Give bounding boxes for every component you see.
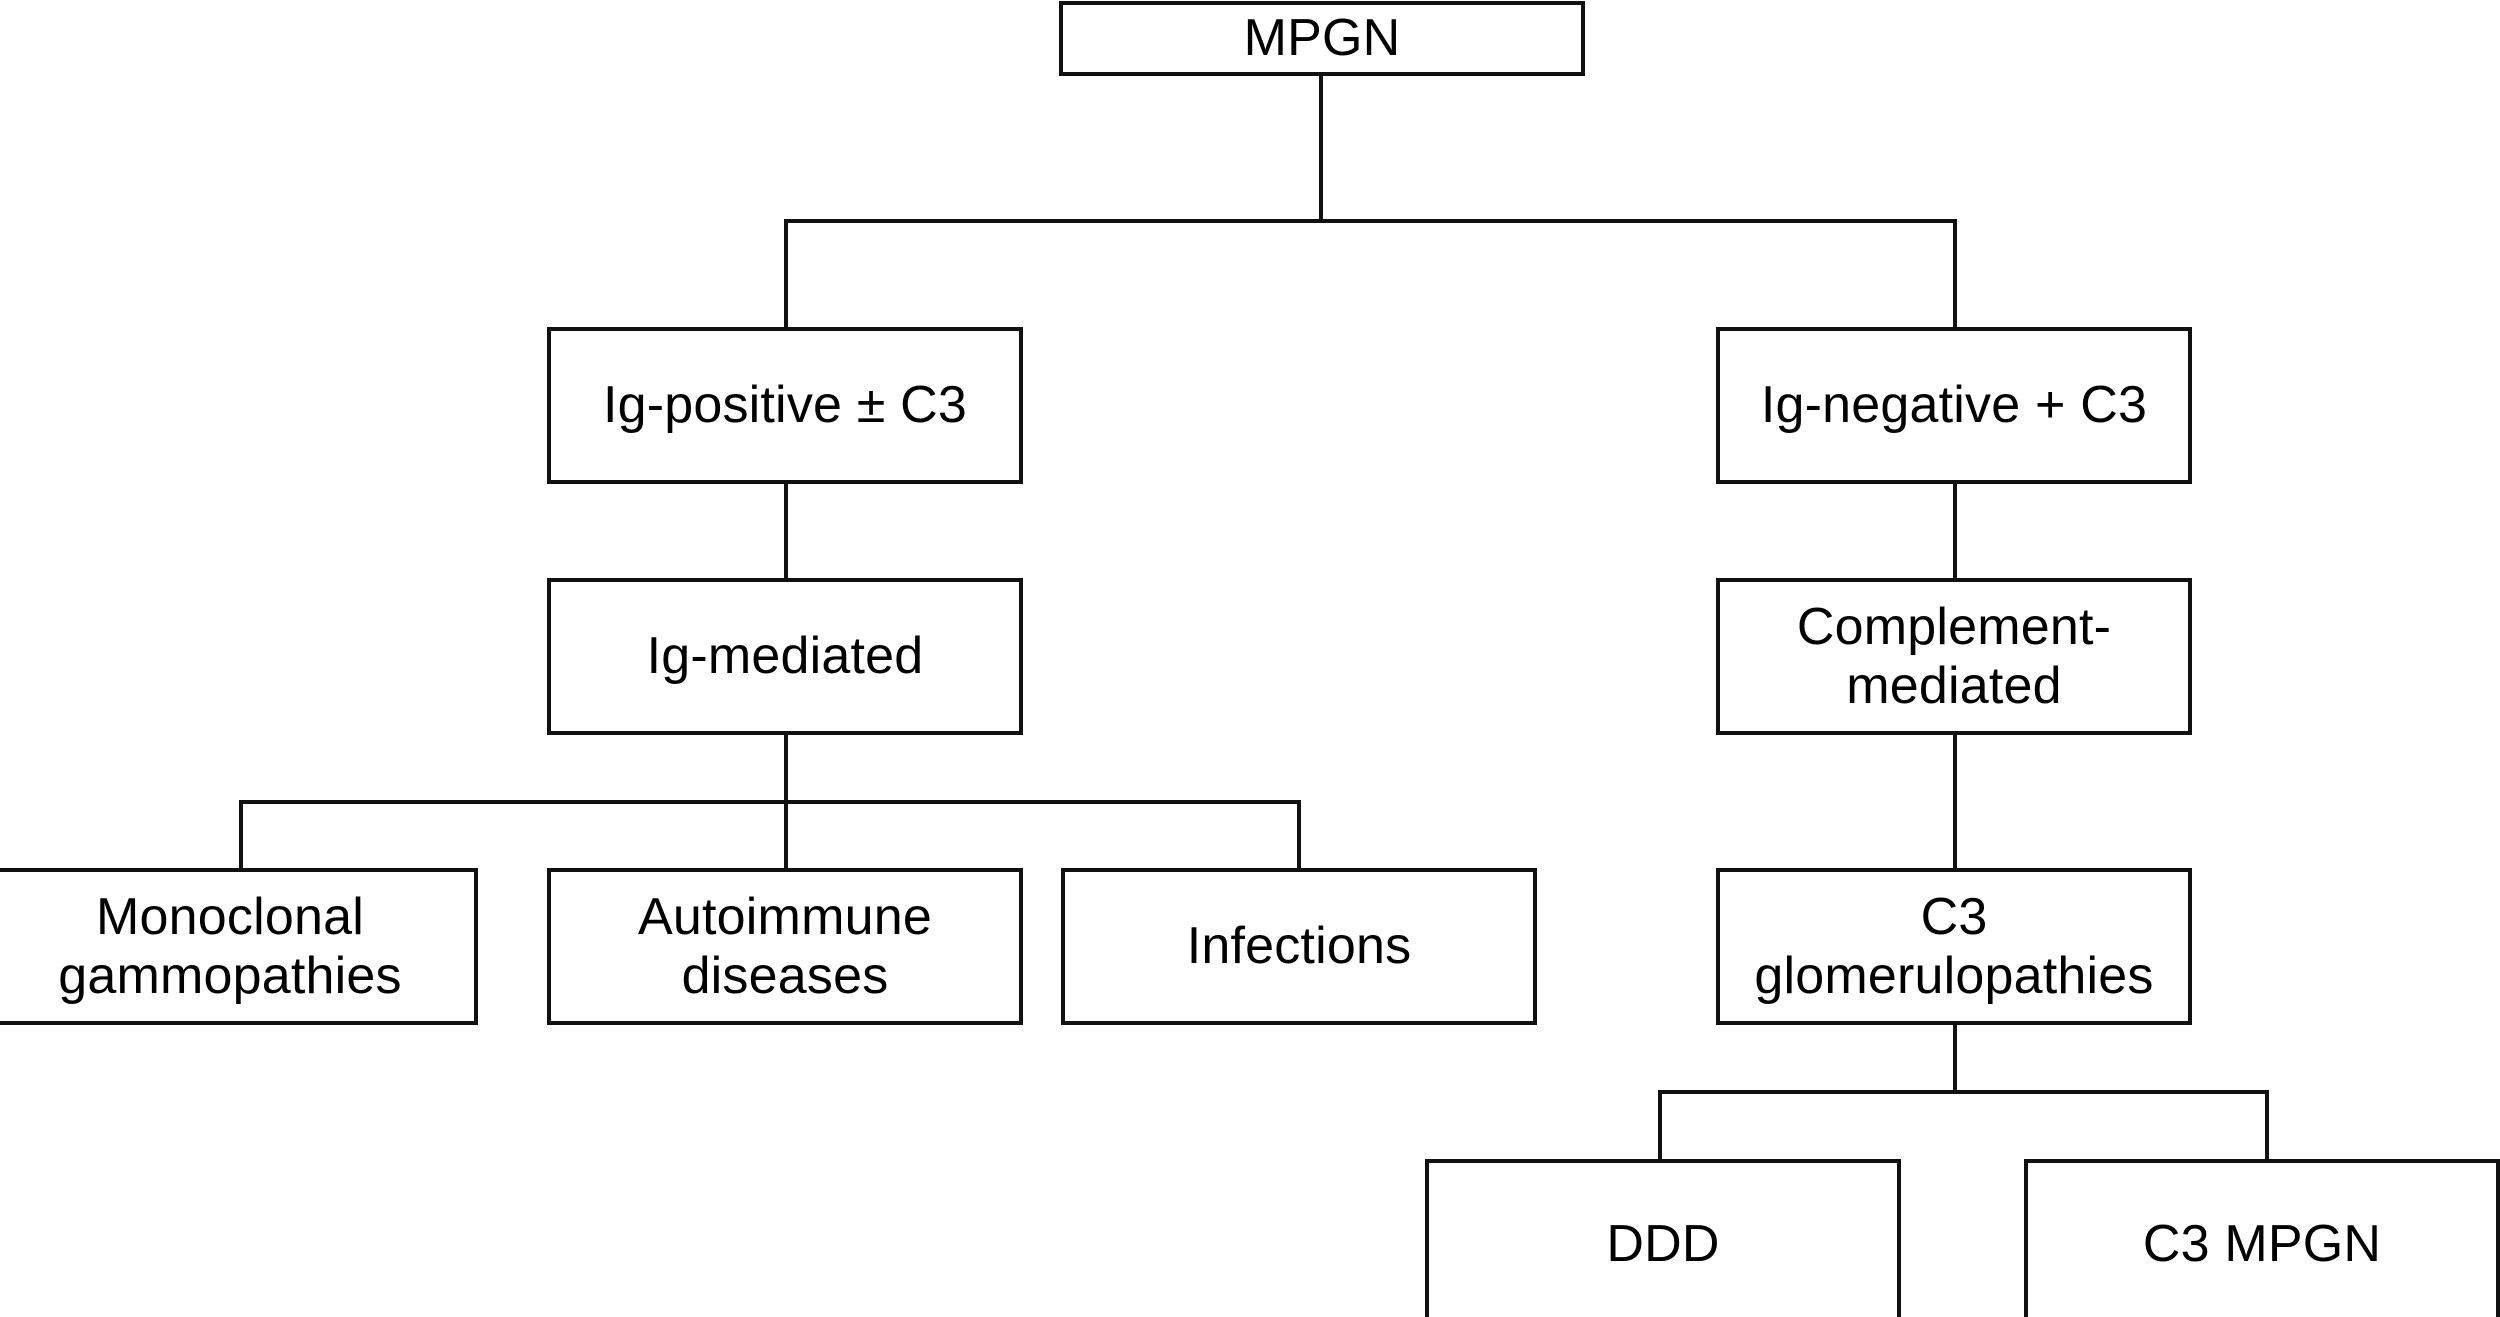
- node-mpgn-label: MPGN: [1243, 9, 1401, 68]
- node-ig-negative-label: Ig-negative + C3: [1760, 376, 2148, 435]
- node-c3-mpgn-label: C3 MPGN: [2142, 1214, 2382, 1273]
- edge-c3-glomerulopathies-to-ddd: [1658, 1090, 1662, 1162]
- node-monoclonal-gammopathies-label: Monoclonal gammopathies: [58, 888, 402, 1005]
- edge-ig-mediated-to-monoclonal: [239, 800, 243, 870]
- edge-ig-mediated-split-bar: [239, 800, 1301, 804]
- node-infections-label: Infections: [1186, 917, 1412, 976]
- edge-ig-mediated-to-infections: [1297, 800, 1301, 870]
- node-ig-mediated[interactable]: Ig-mediated: [547, 578, 1023, 735]
- node-c3-glomerulopathies-label: C3 glomerulopathies: [1754, 888, 2154, 1005]
- node-ig-mediated-label: Ig-mediated: [646, 627, 924, 686]
- node-ig-positive-label: Ig-positive ± C3: [602, 376, 968, 435]
- node-ddd[interactable]: DDD: [1425, 1159, 1901, 1317]
- edge-ig-negative-to-complement-mediated: [1953, 482, 1957, 582]
- edge-c3-glomerulopathies-stem: [1953, 1022, 1957, 1094]
- edge-mpgn-to-ig-positive: [784, 219, 788, 329]
- edge-mpgn-stem: [1319, 74, 1323, 223]
- edge-c3-glomerulopathies-split-bar: [1658, 1090, 2269, 1094]
- node-complement-mediated-label: Complement- mediated: [1796, 598, 2112, 715]
- edge-complement-mediated-to-c3-glomerulopathies: [1953, 733, 1957, 870]
- edge-mpgn-split-bar: [784, 219, 1957, 223]
- node-infections[interactable]: Infections: [1061, 868, 1537, 1025]
- node-mpgn[interactable]: MPGN: [1059, 1, 1585, 76]
- node-complement-mediated[interactable]: Complement- mediated: [1716, 578, 2192, 735]
- node-autoimmune-diseases-label: Autoimmune diseases: [638, 888, 932, 1005]
- node-ddd-label: DDD: [1606, 1214, 1720, 1273]
- edge-mpgn-to-ig-negative: [1953, 219, 1957, 329]
- node-monoclonal-gammopathies[interactable]: Monoclonal gammopathies: [0, 868, 478, 1025]
- node-c3-mpgn[interactable]: C3 MPGN: [2024, 1159, 2500, 1317]
- edge-ig-positive-to-ig-mediated: [784, 482, 788, 582]
- node-ig-positive[interactable]: Ig-positive ± C3: [547, 327, 1023, 484]
- node-autoimmune-diseases[interactable]: Autoimmune diseases: [547, 868, 1023, 1025]
- edge-c3-glomerulopathies-to-c3-mpgn: [2265, 1090, 2269, 1162]
- node-ig-negative[interactable]: Ig-negative + C3: [1716, 327, 2192, 484]
- node-c3-glomerulopathies[interactable]: C3 glomerulopathies: [1716, 868, 2192, 1025]
